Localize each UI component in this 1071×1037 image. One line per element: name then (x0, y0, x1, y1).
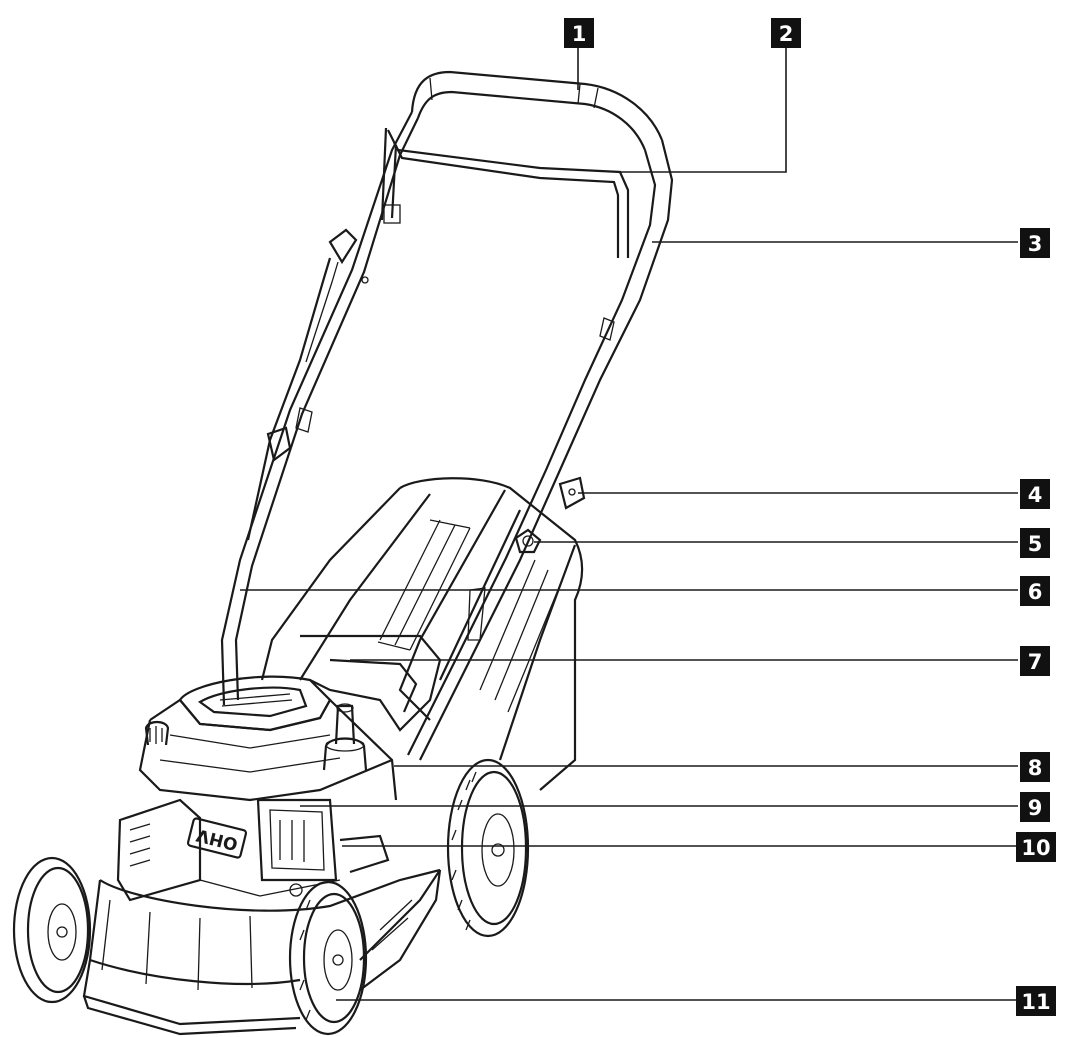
callout-1-label: 1 (572, 22, 587, 46)
callout-5: 5 (1020, 528, 1050, 558)
callout-1: 1 (564, 18, 594, 48)
rear-wheel (446, 758, 530, 938)
callout-6-label: 6 (1028, 580, 1043, 604)
grass-collection-bag (260, 477, 584, 791)
callout-3: 3 (1020, 228, 1050, 258)
callout-7-label: 7 (1028, 650, 1043, 674)
front-right-wheel (288, 880, 368, 1036)
callout-11-label: 11 (1021, 990, 1050, 1014)
callout-2: 2 (771, 18, 801, 48)
callout-8: 8 (1020, 752, 1050, 782)
engine: OHV (116, 634, 442, 902)
callout-9: 9 (1020, 792, 1050, 822)
callout-9-label: 9 (1028, 796, 1043, 820)
callout-8-label: 8 (1028, 756, 1043, 780)
callout-11: 11 (1016, 986, 1056, 1016)
callout-5-label: 5 (1028, 532, 1043, 556)
handle-assembly (220, 70, 674, 761)
callout-7: 7 (1020, 646, 1050, 676)
callout-4: 4 (1020, 479, 1050, 509)
leader-lines (240, 45, 1018, 1001)
callout-2-label: 2 (779, 22, 794, 46)
front-left-wheel (12, 856, 92, 1004)
callout-10: 10 (1016, 832, 1056, 862)
cutting-deck (82, 868, 442, 1036)
callout-4-label: 4 (1028, 483, 1043, 507)
callout-6: 6 (1020, 576, 1050, 606)
callout-3-label: 3 (1028, 232, 1043, 256)
callout-10-label: 10 (1021, 836, 1050, 860)
